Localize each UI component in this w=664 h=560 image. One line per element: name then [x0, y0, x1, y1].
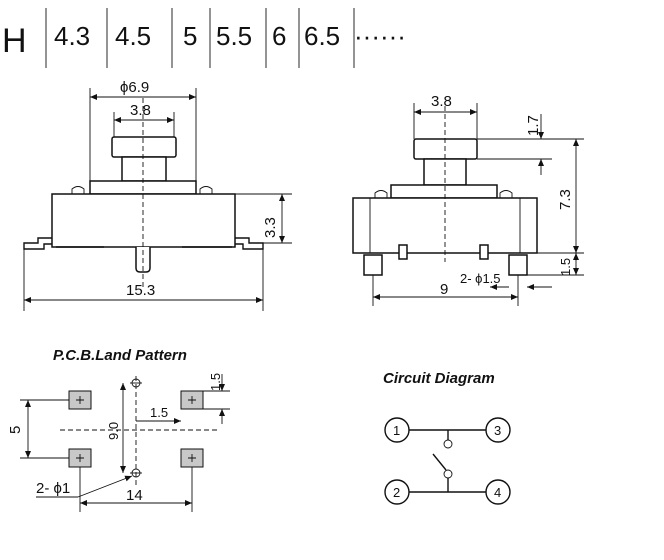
circuit-diagram: Circuit Diagram 1 3 2 4	[383, 370, 511, 505]
height-ellipsis: ······	[354, 21, 406, 51]
pcb-dim-15-vertical: 1.5	[208, 373, 223, 391]
pcb-dim-5: 5	[7, 426, 24, 434]
side-leg	[363, 254, 383, 276]
side-leg	[508, 254, 528, 276]
pin-2	[384, 479, 410, 505]
circuit-title: Circuit Diagram	[383, 370, 495, 387]
pin-4	[485, 479, 511, 505]
button-stem	[121, 156, 167, 182]
pcb-dim-14: 14	[126, 487, 143, 504]
height-value: 6.5	[304, 21, 340, 51]
switch-housing	[51, 193, 236, 248]
height-value: 5.5	[216, 21, 252, 51]
front-total-width-label: 15.3	[126, 282, 155, 299]
side-button-cap	[413, 138, 478, 160]
pin-2-label: 2	[393, 485, 400, 500]
side-total-height-label: 7.3	[557, 189, 574, 210]
height-value: 4.5	[115, 21, 151, 51]
pin-1-label: 1	[393, 423, 400, 438]
button-cap	[111, 136, 177, 158]
side-top-plate	[390, 184, 498, 199]
front-button-width-label: 3.8	[130, 102, 151, 119]
pcb-dim-15-horizontal: 1.5	[150, 405, 168, 420]
front-view: ϕ6.9 3.8 3.3 15.3	[23, 79, 292, 311]
pcb-hole-label: 2- ϕ1	[36, 480, 70, 497]
side-hole-label: 2- ϕ1.5	[460, 271, 501, 286]
height-value: 5	[183, 21, 197, 51]
side-cap-height-label: 1.7	[525, 115, 542, 136]
height-header: H 4.3 4.5 5 5.5 6 6.5 ······	[2, 8, 406, 68]
pin-3	[485, 417, 511, 443]
pin-3-label: 3	[494, 423, 501, 438]
front-height-label: 3.3	[262, 217, 279, 238]
side-view: 3.8 1.7 7.3 1.5 2- ϕ1.5	[352, 93, 584, 306]
pcb-dim-9: 9.0	[106, 422, 121, 440]
switch-contact	[443, 469, 453, 479]
height-value: 6	[272, 21, 286, 51]
pin-4-label: 4	[494, 485, 501, 500]
switch-lever	[432, 453, 447, 471]
side-leg-height-label: 1.5	[558, 258, 573, 276]
pin-1	[384, 417, 410, 443]
pcb-land-pattern: P.C.B.Land Pattern 5 9.0 1.5 1.5	[7, 347, 230, 512]
side-button-width-label: 3.8	[431, 93, 452, 110]
front-diameter-label: ϕ6.9	[120, 79, 149, 96]
height-value: 4.3	[54, 21, 90, 51]
side-width-label: 9	[440, 281, 448, 298]
height-letter: H	[2, 22, 27, 60]
pcb-title: P.C.B.Land Pattern	[53, 347, 187, 364]
switch-contact	[443, 439, 453, 449]
